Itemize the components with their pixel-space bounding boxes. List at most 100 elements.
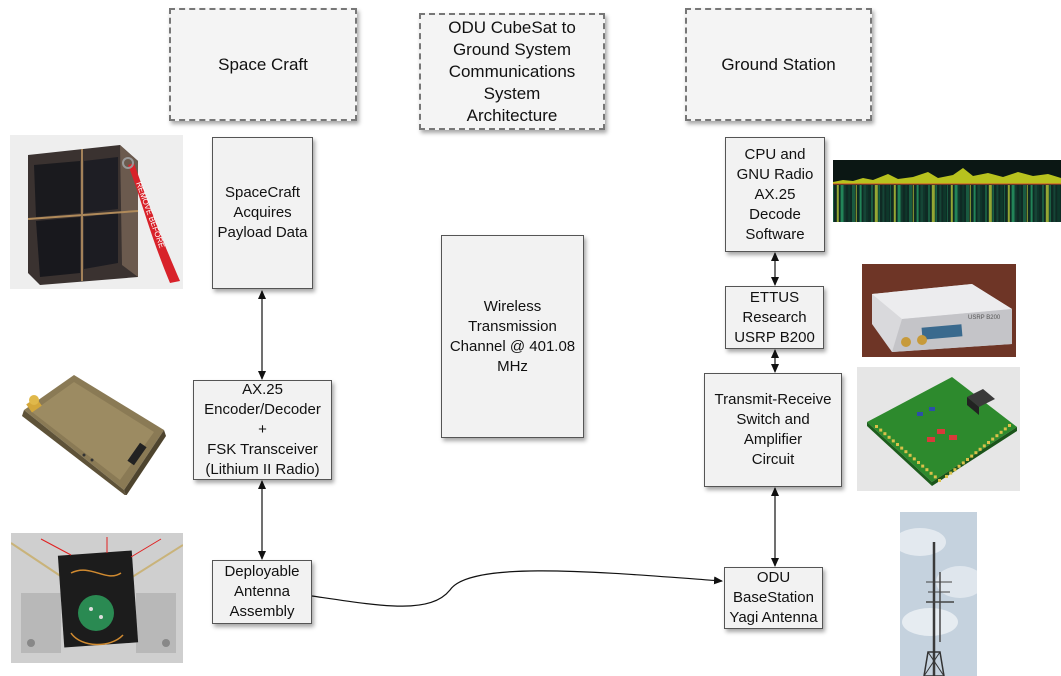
pcb-pin (999, 430, 1003, 434)
pcb-pin (970, 454, 974, 458)
pcb-pin (945, 475, 948, 478)
waterfall-stripe (954, 185, 958, 222)
pcb-pin (966, 458, 969, 461)
ax25-radio-box: AX.25 Encoder/Decoder + FSK Transceiver … (193, 380, 332, 480)
tr-switch-box: Transmit-Receive Switch and Amplifier Ci… (704, 373, 842, 487)
waterfall-stripe (863, 185, 867, 222)
deployable-antenna-label: Deployable Antenna Assembly (224, 563, 300, 620)
waterfall-stripe (1000, 185, 1004, 222)
waterfall-stripe (1011, 185, 1015, 222)
waterfall-stripe (992, 185, 994, 222)
yagi-mast-photo (900, 512, 977, 676)
pcb-pin (1008, 424, 1011, 427)
wireless-channel-label: Wireless Transmission Channel @ 401.08 M… (449, 297, 576, 375)
waterfall-stripe (912, 185, 914, 222)
waterfall-stripe (848, 185, 851, 222)
waterfall-stripe (977, 185, 981, 222)
waterfall-stripe (1030, 185, 1033, 222)
pcb-illustration (857, 367, 1020, 491)
payload-data-label: SpaceCraft Acquires Payload Data (217, 184, 308, 241)
pcb-pin (991, 437, 995, 441)
lithium-radio-illustration (22, 375, 166, 495)
waterfall-stripe (874, 185, 878, 222)
pcb-pin (883, 432, 887, 436)
waterfall-stripe (943, 185, 947, 222)
pcb-pin (978, 447, 982, 451)
waterfall-stripe (1049, 185, 1051, 222)
pcb-pin (929, 471, 933, 475)
payload-data-box: SpaceCraft Acquires Payload Data (212, 137, 313, 289)
waterfall-stripe (966, 185, 969, 222)
yagi-illustration (900, 512, 977, 676)
pcb-pin (949, 471, 953, 475)
waterfall-stripe (988, 185, 992, 222)
usrp-photo-label: USRP B200 (968, 315, 1001, 321)
waterfall-stripe (928, 185, 930, 222)
waterfall-stripe (878, 185, 880, 222)
waterfall-stripe (985, 185, 987, 222)
pcb-pin (995, 434, 999, 438)
waterfall-stripe (901, 185, 903, 222)
cubesat-illustration: REMOVE BEFORE (10, 135, 183, 289)
pcb-pin (974, 451, 978, 455)
pcb-pin (900, 446, 904, 450)
waterfall-stripe (931, 185, 935, 222)
cpu-gnuradio-box: CPU and GNU Radio AX.25 Decode Software (725, 137, 825, 252)
waterfall-stripe (1023, 185, 1026, 222)
pcb-pin (875, 425, 878, 428)
waterfall-stripe (909, 185, 912, 222)
usrp-b200-photo: USRP B200 (862, 264, 1016, 357)
waterfall-stripe (969, 185, 971, 222)
waterfall-stripe (1015, 185, 1017, 222)
waterfall-stripe (836, 185, 839, 222)
waterfall-stripe (852, 185, 855, 222)
deployable-antenna-box: Deployable Antenna Assembly (212, 560, 312, 624)
waterfall-stripe (840, 185, 844, 222)
pcb-pin (912, 457, 916, 461)
pcb-pin (908, 453, 912, 457)
waterfall-stripe (1019, 185, 1022, 222)
waterfall-stripe (844, 185, 846, 222)
pcb-pin (925, 468, 929, 472)
waterfall-stripe (1034, 185, 1038, 222)
waterfall-stripe (1045, 185, 1049, 222)
usrp-b200-box: ETTUS Research USRP B200 (725, 286, 824, 349)
waterfall-illustration (833, 160, 1061, 222)
waterfall-stripe (939, 185, 942, 222)
waterfall-stripe (859, 185, 862, 222)
pcb-pin (938, 479, 941, 482)
ax25-radio-label: AX.25 Encoder/Decoder + FSK Transceiver … (204, 381, 321, 478)
pcb-pin (879, 428, 883, 432)
cubesat-photo: REMOVE BEFORE (10, 135, 183, 289)
waterfall-stripe (981, 185, 983, 222)
yagi-antenna-label: ODU BaseStation Yagi Antenna (729, 569, 818, 626)
pcb-pin (887, 435, 891, 439)
header-ground-station-label: Ground Station (721, 54, 836, 74)
waterfall-stripe (958, 185, 960, 222)
usrp-b200-label: ETTUS Research USRP B200 (734, 288, 815, 346)
pcb-pin (933, 475, 937, 479)
waterfall-stripe (950, 185, 953, 222)
wireless-link-curve (311, 570, 723, 607)
waterfall-stripe (897, 185, 901, 222)
usrp-illustration: USRP B200 (862, 264, 1016, 357)
waterfall-stripe (935, 185, 937, 222)
amplifier-pcb-photo (857, 367, 1020, 491)
waterfall-stripe (996, 185, 999, 222)
waterfall-stripe (1007, 185, 1010, 222)
pcb-pin (891, 439, 895, 443)
waterfall-stripe (962, 185, 965, 222)
pcb-pin (957, 464, 961, 468)
wireless-channel-box: Wireless Transmission Channel @ 401.08 M… (441, 235, 584, 438)
cpu-gnuradio-label: CPU and GNU Radio AX.25 Decode Software (736, 145, 814, 243)
waterfall-stripe (886, 185, 890, 222)
pcb-pin (896, 443, 899, 446)
waterfall-stripe (1026, 185, 1028, 222)
waterfall-stripe (893, 185, 896, 222)
waterfall-stripe (905, 185, 908, 222)
pcb-pin (921, 464, 925, 468)
yagi-antenna-box: ODU BaseStation Yagi Antenna (724, 567, 823, 629)
waterfall-stripe (890, 185, 891, 222)
pcb-pin (904, 450, 908, 454)
